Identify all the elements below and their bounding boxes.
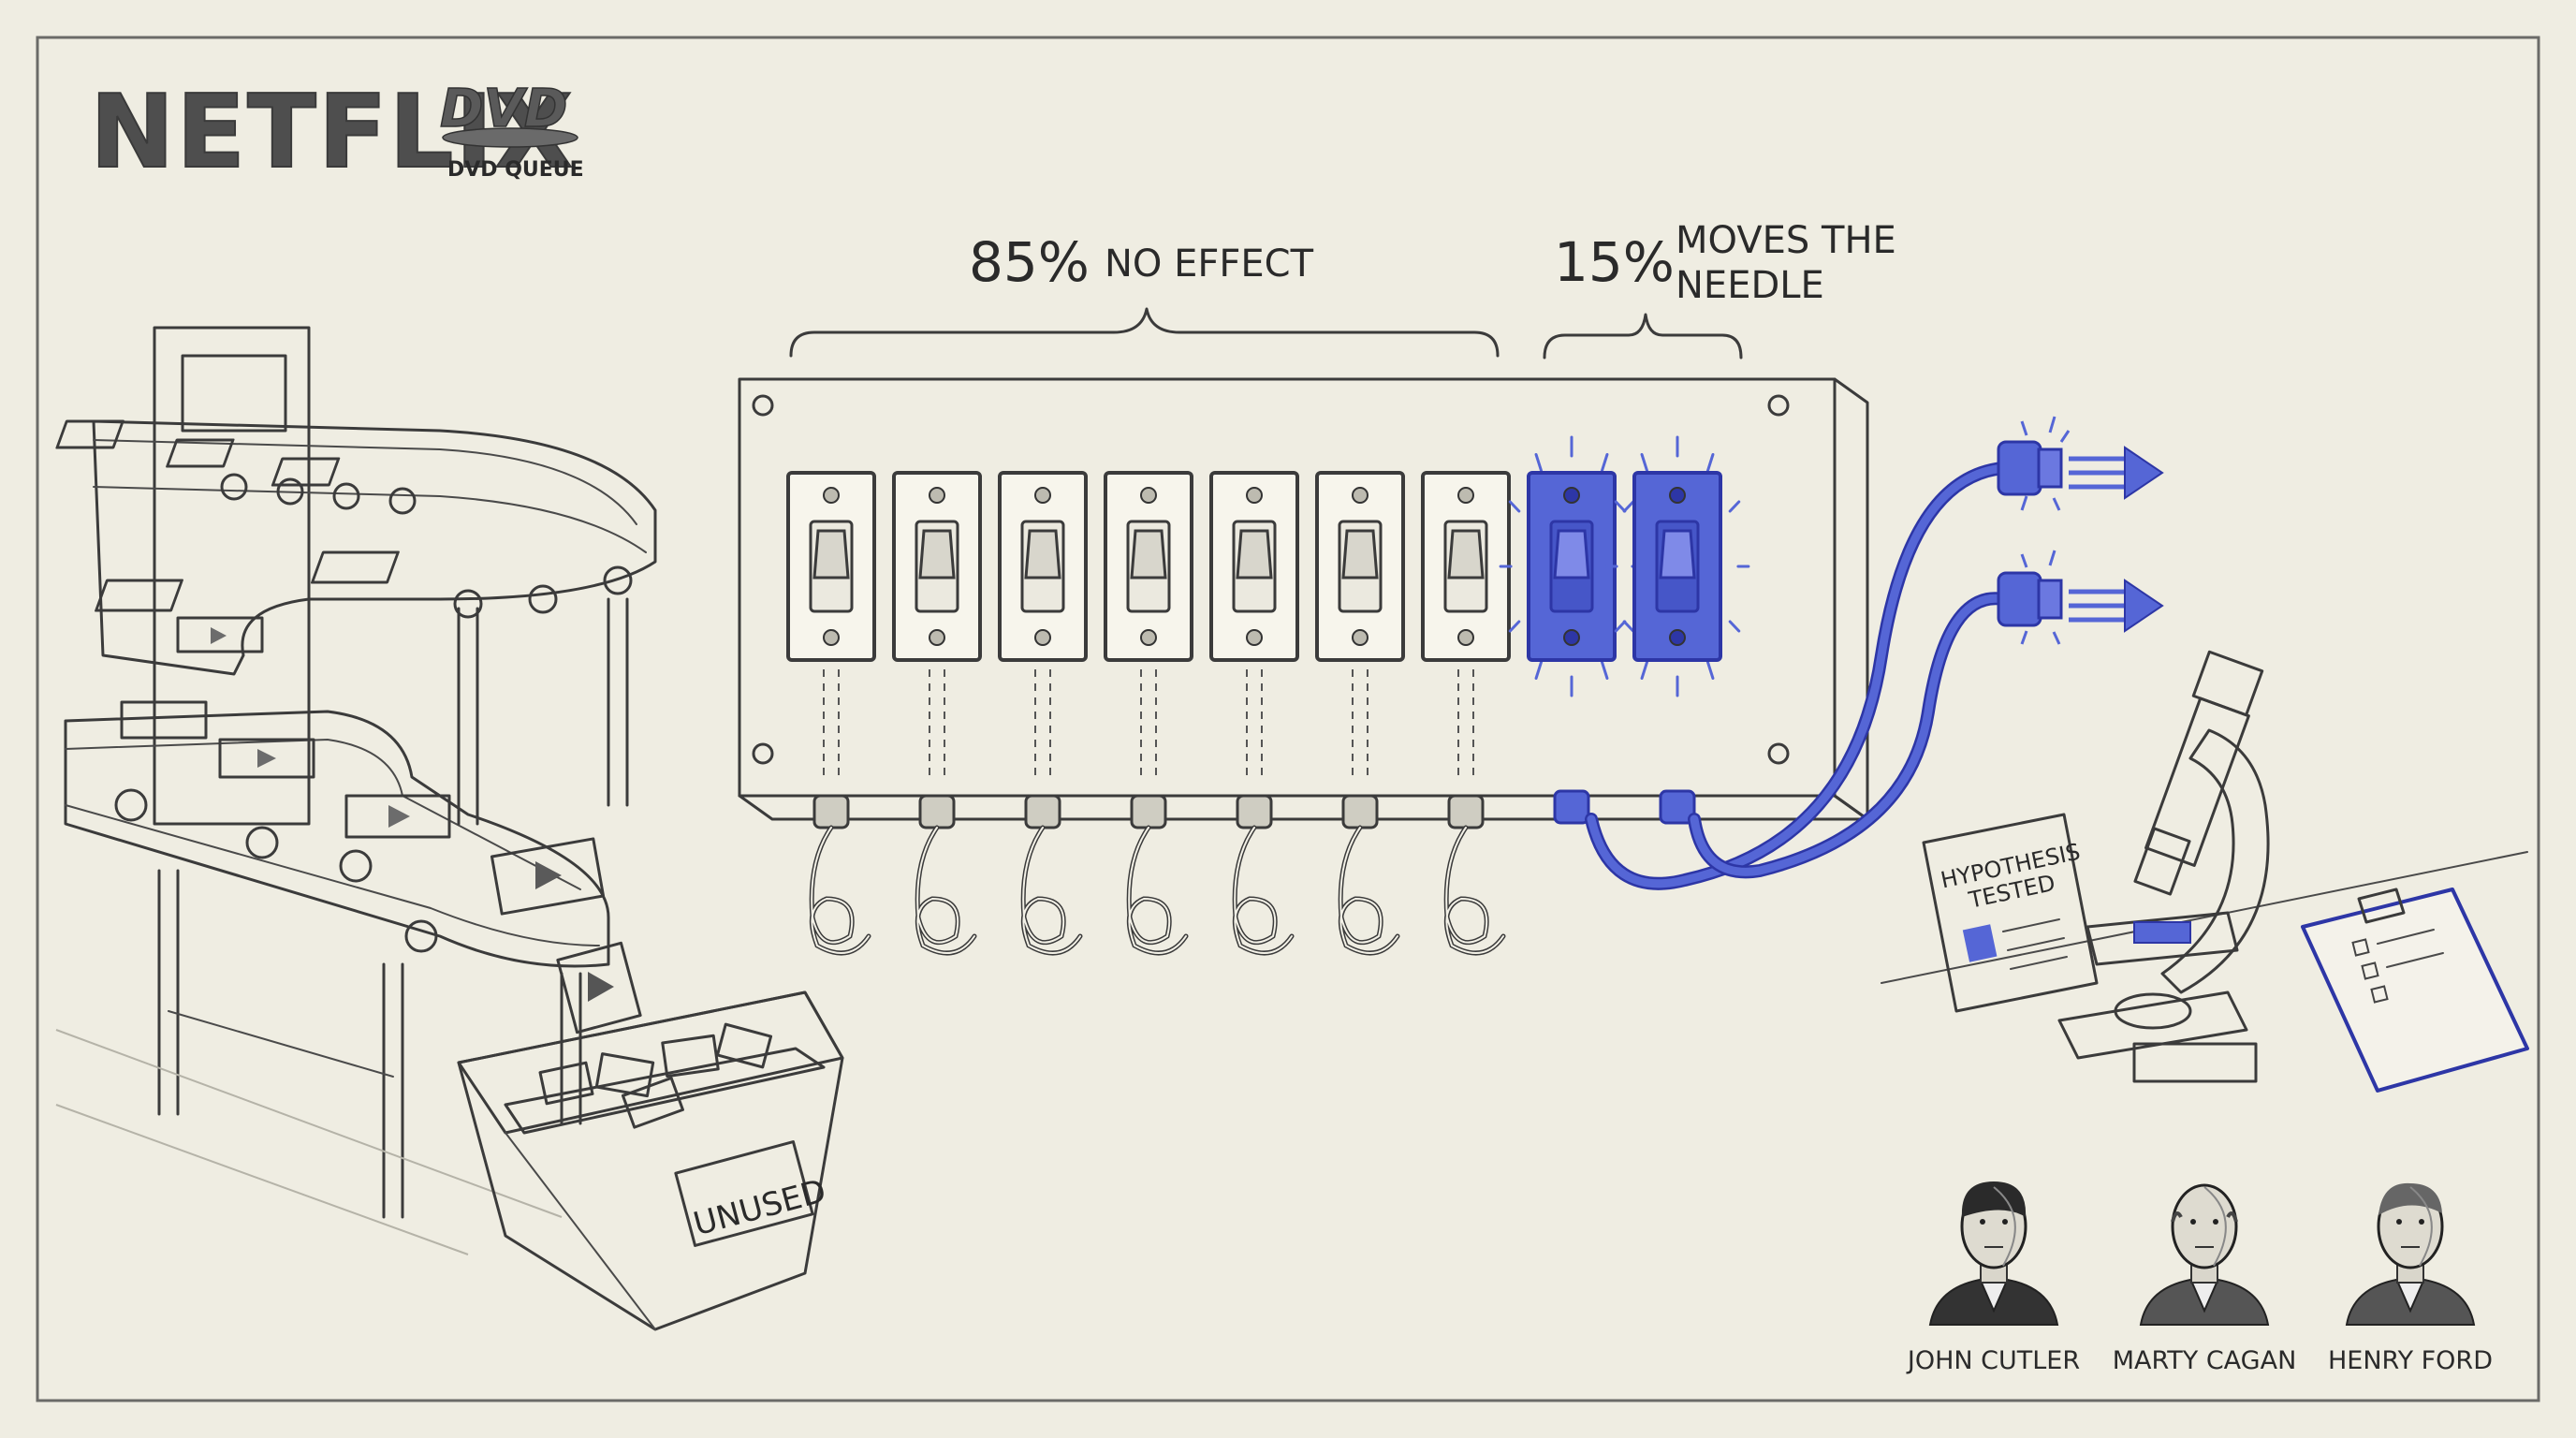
switch-row: [786, 435, 1750, 956]
inactive-switch[interactable]: [1421, 471, 1511, 956]
clipboard-icon: [2301, 888, 2529, 1093]
conveyor-belt: [55, 326, 657, 1255]
moves-brace: [1543, 313, 1743, 360]
unused-bin: UNUSED: [457, 990, 844, 1331]
cable-plug-icon: [1997, 440, 2042, 496]
no-effect-brace: [789, 307, 1500, 358]
person-name: JOHN CUTLER: [1906, 1346, 2080, 1375]
bin-label-text: UNUSED: [690, 1172, 830, 1243]
conveyor-legs: [157, 597, 629, 1219]
conveyor-tower: [153, 326, 311, 826]
inactive-switch[interactable]: [1315, 471, 1405, 956]
person-name: HENRY FORD: [2328, 1346, 2493, 1375]
person-portrait: JOHN CUTLER: [1906, 1181, 2080, 1375]
no-effect-text: NO EFFECT: [1105, 242, 1314, 286]
moves-percent: 15%: [1554, 230, 1675, 294]
netflix-dvd-logo: NETFLIX DVD DVD QUEUE: [89, 73, 584, 192]
inactive-switch[interactable]: [1104, 471, 1193, 956]
microscope-icon: [2057, 650, 2270, 1083]
dvd-tiles: [55, 419, 606, 916]
no-effect-label-group: 85% NO EFFECT: [789, 230, 1500, 358]
inactive-switch[interactable]: [892, 471, 982, 956]
panel-screw-icon: [752, 394, 774, 417]
people-row: JOHN CUTLER MARTY CAGAN HENRY FORD: [1906, 1181, 2493, 1375]
inactive-switch[interactable]: [998, 471, 1088, 956]
moves-needle-label-group: 15% MOVES THE NEEDLE: [1543, 219, 1896, 360]
moves-text-line2: NEEDLE: [1676, 264, 1824, 307]
conveyor-rollers: [114, 473, 633, 953]
logo-brand-text: NETFLIX: [90, 74, 575, 191]
bin-label-card: [674, 1140, 814, 1247]
panel-screw-icon: [1767, 394, 1790, 417]
play-icon: [588, 972, 614, 1002]
lab-table: HYPOTHESIS TESTED: [1881, 650, 2529, 1093]
active-switch[interactable]: [1499, 435, 1645, 825]
panel-screw-icon: [752, 742, 774, 765]
switch-panel: [738, 377, 1869, 956]
moves-text-line1: MOVES THE: [1676, 219, 1896, 262]
switch-panel-face: [738, 377, 1837, 798]
active-switch[interactable]: [1604, 435, 1750, 825]
frame-border: [36, 36, 2540, 1402]
falling-dvd-tile: [556, 941, 642, 1034]
output-arrow-icon: [2069, 579, 2164, 633]
hypothesis-card: HYPOTHESIS TESTED: [1922, 813, 2099, 1013]
dvd-disc-icon: [442, 127, 578, 148]
panel-screw-icon: [1767, 742, 1790, 765]
logo-caption: DVD QUEUE: [447, 158, 584, 182]
no-effect-percent: 85%: [969, 230, 1090, 294]
cable-plug-icon: [1997, 571, 2042, 627]
person-portrait: MARTY CAGAN: [2113, 1183, 2297, 1375]
active-cables: [1585, 416, 2164, 890]
person-portrait: HENRY FORD: [2328, 1182, 2493, 1375]
output-arrow-icon: [2069, 446, 2164, 500]
inactive-switch[interactable]: [1209, 471, 1299, 956]
inactive-switch[interactable]: [786, 471, 876, 956]
conveyor-belt-lower: [64, 710, 610, 968]
person-name: MARTY CAGAN: [2113, 1346, 2297, 1375]
conveyor-tower-opening: [181, 354, 287, 433]
